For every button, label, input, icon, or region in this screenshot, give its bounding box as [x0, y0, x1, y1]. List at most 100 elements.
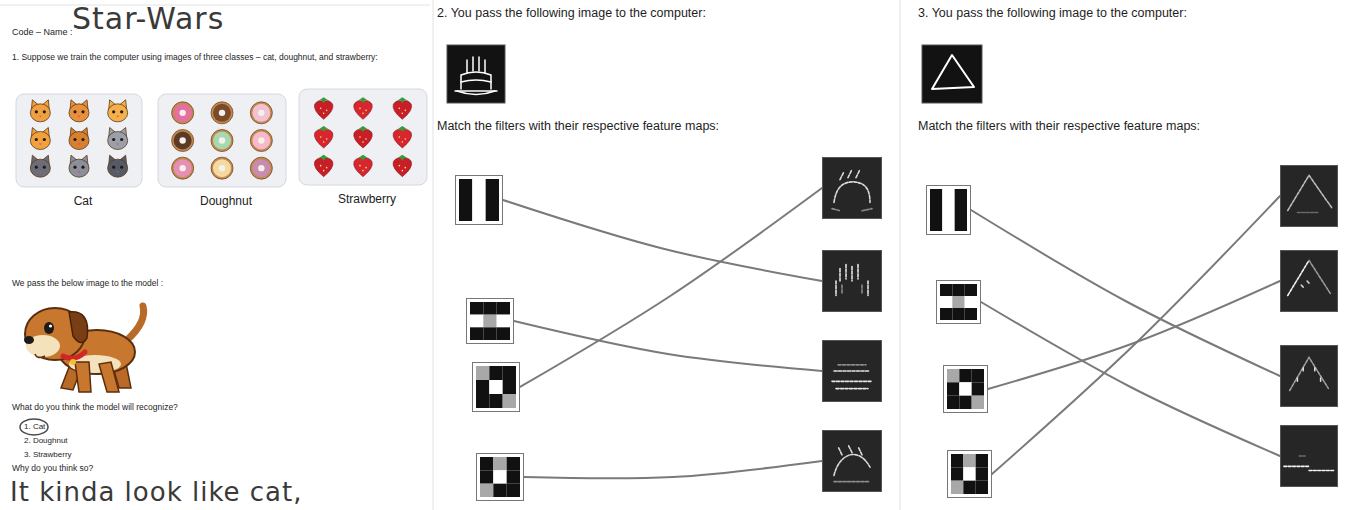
filter-frame [467, 299, 514, 344]
berry-picture-part [357, 126, 369, 132]
berry-picture-part [365, 167, 367, 169]
feature-map-drawing [822, 340, 882, 402]
dog-illustration-part [75, 362, 91, 392]
filter-cell [497, 327, 510, 340]
berry-picture [393, 97, 412, 119]
filter-cell [959, 396, 971, 409]
berry-picture-part [323, 113, 325, 115]
image-set-frame [158, 94, 286, 187]
filter-cell [472, 193, 485, 207]
handwritten-name: Star-Wars [72, 2, 292, 35]
filter-cell [483, 315, 496, 328]
feature-map-ground [1281, 251, 1338, 312]
cat-picture-part [78, 171, 81, 173]
feature-map-drawing [1280, 165, 1338, 227]
edge-response [838, 364, 866, 366]
edge-response [1297, 368, 1320, 382]
feature-map [1280, 165, 1338, 227]
filter-kernel [947, 450, 992, 498]
filter-cell [963, 481, 975, 494]
feature-map-edges [834, 444, 870, 481]
filter-cell [459, 193, 472, 207]
cat-picture [30, 155, 50, 177]
filter-cell [489, 380, 502, 394]
filter-cell [486, 207, 499, 221]
donut-picture [172, 102, 194, 124]
filter-kernel [476, 453, 524, 501]
cat-picture-part [43, 166, 46, 169]
donut-picture-part [250, 130, 272, 152]
filter-cell [459, 179, 472, 193]
feature-map-edges [832, 169, 872, 210]
berry-picture-part [323, 170, 325, 172]
cat-picture-part [69, 132, 89, 150]
cat-picture-part [43, 110, 46, 113]
donut-picture-part [213, 132, 231, 150]
filter-kernel-drawing [947, 450, 992, 498]
berry-picture-part [362, 170, 364, 172]
edge-response [1299, 455, 1305, 457]
berry-picture-part [359, 165, 361, 167]
feature-map [1280, 250, 1338, 312]
filter-cell [942, 203, 954, 217]
berry-picture-part [318, 126, 330, 132]
question-text: What do you think the model will recogni… [12, 402, 312, 413]
cake-input-image-part-part [461, 80, 491, 82]
filter-cell [955, 203, 967, 217]
edge-response [1288, 260, 1309, 295]
cake-input-image [447, 45, 505, 103]
berry-picture [314, 126, 333, 148]
edge-response [836, 264, 868, 295]
filter-cell [476, 394, 489, 408]
donut-picture-part [211, 157, 233, 179]
dog-illustration-part [63, 352, 85, 358]
donut-picture-part [252, 132, 270, 150]
feature-map-drawing [822, 250, 882, 312]
filter-cell [489, 366, 502, 380]
feature-map-drawing [822, 157, 882, 219]
berry-picture-part [320, 165, 322, 167]
donut-picture [250, 130, 272, 152]
match-line [971, 210, 1280, 376]
dog-illustration-part [49, 324, 52, 327]
match-line [981, 302, 1280, 456]
class-label: Strawberry [298, 192, 436, 206]
donut-picture-part [179, 165, 185, 171]
cat-picture-part [69, 159, 89, 177]
question-text: 1. Suppose we train the computer using i… [12, 52, 432, 63]
filter-cell [976, 454, 988, 467]
answer-option: 1. Cat [24, 422, 144, 432]
feature-map-ground [823, 431, 882, 492]
match-line [520, 188, 822, 387]
feature-map-ground [823, 341, 882, 402]
filter-cell [472, 207, 485, 221]
donut-picture [211, 130, 233, 152]
filter-cell [497, 302, 510, 315]
filter-cell [503, 366, 516, 380]
filter-cell [955, 217, 967, 231]
filter-kernel [472, 362, 520, 412]
berry-picture-part [326, 110, 328, 112]
berry-picture [314, 155, 333, 177]
edge-response [1309, 470, 1334, 472]
cat-picture-part [73, 138, 76, 141]
berry-picture-part [365, 138, 367, 140]
berry-picture-part [320, 136, 322, 138]
cat-picture-part [116, 144, 119, 146]
berry-picture-part [405, 110, 407, 112]
feature-map-drawing [1280, 250, 1338, 312]
filter-cell [951, 454, 963, 467]
instruction-text: Match the filters with their respective … [437, 119, 887, 135]
filter-cell [972, 396, 984, 409]
filter-cell [507, 470, 520, 483]
question-text: 2. You pass the following image to the c… [437, 6, 887, 22]
donut-picture-part [179, 137, 185, 143]
donut-picture-part [219, 137, 225, 143]
cat-picture [69, 128, 89, 150]
donut-picture-part [250, 102, 272, 124]
filter-cell [959, 382, 971, 395]
edge-response [1288, 175, 1332, 210]
filter-cell [503, 394, 516, 408]
filter-cell [972, 369, 984, 382]
class-image-set: Strawberry [298, 88, 436, 206]
